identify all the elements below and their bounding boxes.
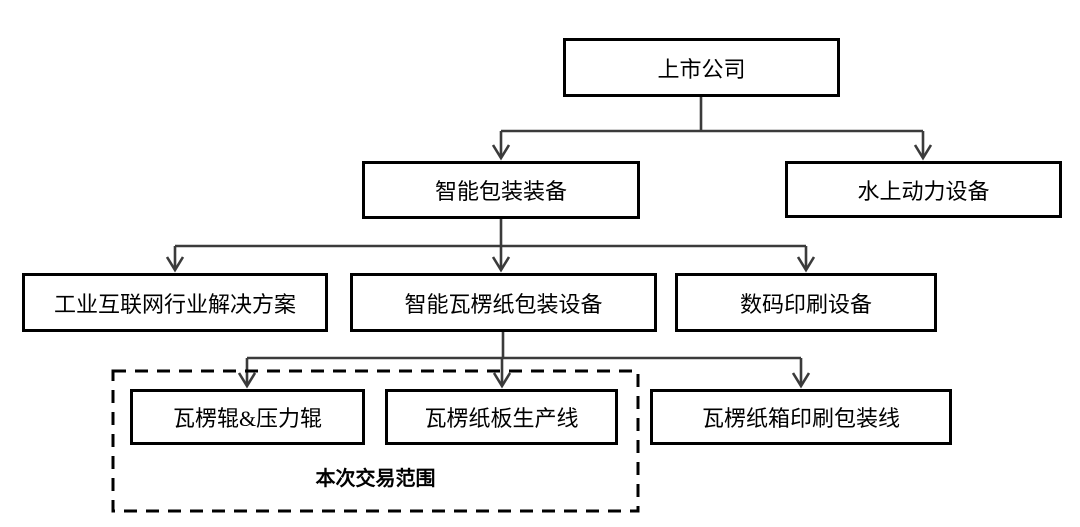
node-industrial-internet: 工业互联网行业解决方案 bbox=[22, 273, 328, 332]
arrowhead-industrial bbox=[165, 256, 185, 273]
node-smart-packaging: 智能包装装备 bbox=[362, 161, 640, 219]
node-listed-company: 上市公司 bbox=[563, 38, 840, 97]
node-smart-packaging-label: 智能包装装备 bbox=[434, 179, 567, 204]
node-board-production-line: 瓦楞纸板生产线 bbox=[385, 389, 618, 445]
node-water-power: 水上动力设备 bbox=[785, 161, 1062, 218]
node-listed-company-label: 上市公司 bbox=[657, 56, 746, 82]
node-corrugated-roller: 瓦楞辊&压力辊 bbox=[130, 389, 365, 445]
arrowhead-waterpower bbox=[913, 144, 933, 161]
transaction-scope-box bbox=[111, 369, 640, 513]
node-board-production-line-label: 瓦楞纸板生产线 bbox=[424, 406, 579, 431]
arrowhead-boxline bbox=[791, 372, 811, 389]
node-digital-printing: 数码印刷设备 bbox=[675, 273, 937, 332]
node-smart-corrugated-label: 智能瓦楞纸包装设备 bbox=[404, 291, 603, 317]
transaction-scope-label: 本次交易范围 bbox=[315, 468, 436, 490]
node-box-printing-line-label: 瓦楞纸箱印刷包装线 bbox=[701, 406, 900, 431]
node-corrugated-roller-label: 瓦楞辊&压力辊 bbox=[172, 406, 323, 431]
arrowhead-smartpack bbox=[491, 144, 511, 161]
node-digital-printing-label: 数码印刷设备 bbox=[739, 291, 872, 317]
node-industrial-internet-label: 工业互联网行业解决方案 bbox=[53, 291, 296, 317]
arrowhead-roller bbox=[237, 372, 257, 389]
arrowhead-smartcorr bbox=[491, 256, 511, 273]
node-water-power-label: 水上动力设备 bbox=[857, 178, 990, 204]
arrowhead-digital bbox=[796, 256, 816, 273]
node-smart-corrugated: 智能瓦楞纸包装设备 bbox=[350, 273, 657, 332]
arrowhead-boardline bbox=[492, 372, 512, 389]
node-box-printing-line: 瓦楞纸箱印刷包装线 bbox=[650, 389, 952, 445]
